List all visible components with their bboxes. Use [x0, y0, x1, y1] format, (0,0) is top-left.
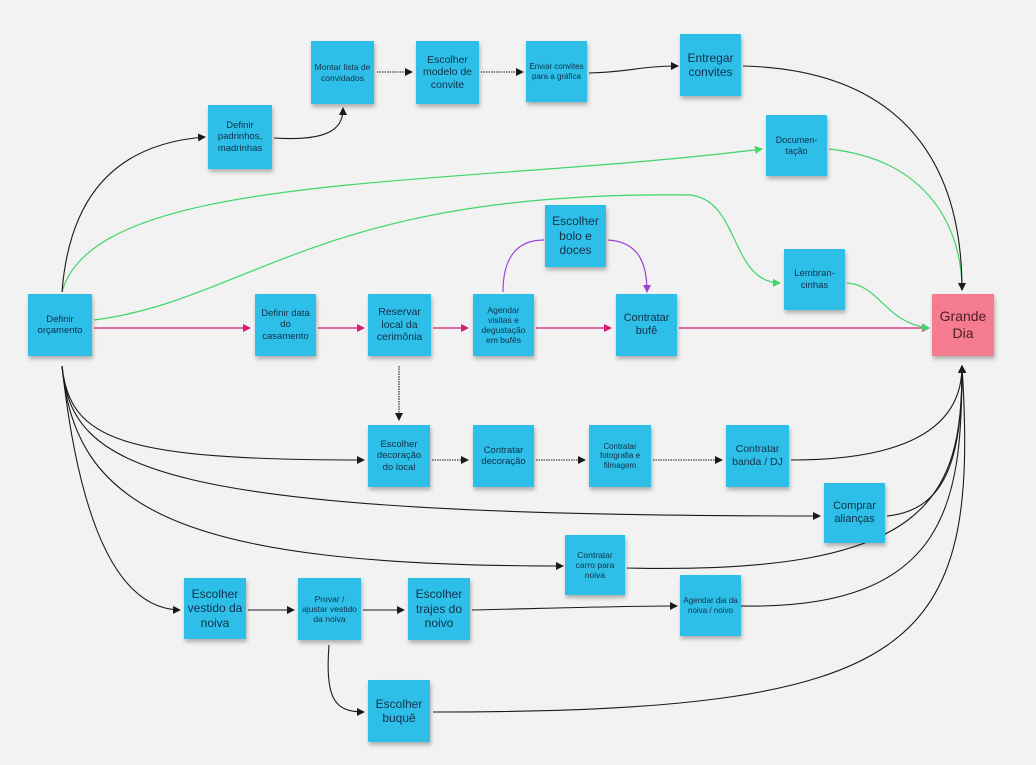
sticky-note-lembrancinhas[interactable]: Lembran- cinhas [784, 249, 845, 310]
edge-orcamento-lembrancinhas [93, 194, 781, 321]
sticky-note-definir-orcamento[interactable]: Definir orçamento [28, 294, 92, 356]
edge-padrinhos-lista [273, 107, 347, 140]
edge-orcamento-aliancas [61, 365, 821, 520]
edge-visitas-bolo [502, 239, 545, 293]
sticky-note-entregar-convites[interactable]: Entregar convites [680, 34, 741, 96]
edge-lembrancinhas-grande-dia [846, 282, 930, 332]
sticky-note-comprar-aliancas[interactable]: Comprar alianças [824, 483, 885, 543]
edge-entregar-grande-dia [742, 65, 966, 291]
sticky-note-grande-dia[interactable]: Grande Dia [932, 294, 994, 356]
sticky-note-documentacao[interactable]: Documen- tação [766, 115, 827, 176]
edge-bolo-bufe [607, 239, 651, 293]
sticky-note-contratar-carro[interactable]: Contratar carro para noiva [565, 535, 625, 595]
edge-orcamento-vestido [61, 365, 181, 614]
sticky-note-agendar-dia[interactable]: Agendar dia da noiva / noivo [680, 575, 741, 636]
edge-aliancas-grande-dia [886, 365, 966, 517]
edge-agendar-grande-dia [740, 365, 966, 607]
sticky-note-escolher-bolo[interactable]: Escolher bolo e doces [545, 205, 606, 267]
sticky-note-definir-data[interactable]: Definir data do casamento [255, 294, 316, 356]
sticky-note-provar-vestido[interactable]: Provar / ajustar vestido da noiva [298, 578, 361, 640]
sticky-note-montar-lista[interactable]: Montar lista de convidados [311, 41, 374, 104]
edge-enviar-entregar [588, 62, 679, 74]
edge-orcamento-decoracao [61, 365, 365, 464]
sticky-note-definir-padrinhos[interactable]: Definir padrinhos, madrinhas [208, 105, 272, 169]
sticky-note-escolher-buque[interactable]: Escolher buquê [368, 680, 430, 742]
sticky-note-contratar-decoracao[interactable]: Contratar decoração [473, 425, 534, 487]
edge-orcamento-padrinhos [61, 133, 206, 293]
sticky-note-escolher-trajes[interactable]: Escolher trajes do noivo [408, 578, 470, 640]
edge-documentacao-grande-dia [828, 148, 966, 291]
sticky-note-reservar-local[interactable]: Reservar local da cerimônia [368, 294, 431, 356]
sticky-note-enviar-convites[interactable]: Enviar convites para a gráfica [526, 41, 587, 102]
sticky-note-escolher-decoracao[interactable]: Escolher decoração do local [368, 425, 430, 487]
edge-banda-grande-dia [790, 365, 966, 461]
sticky-note-contratar-banda[interactable]: Contratar banda / DJ [726, 425, 789, 487]
edge-trajes-agendar [471, 602, 678, 611]
sticky-note-contratar-foto[interactable]: Contratar fotografia e filmagem [589, 425, 651, 487]
sticky-note-escolher-vestido[interactable]: Escolher vestido da noiva [184, 578, 246, 639]
edge-orcamento-documentacao [61, 145, 763, 293]
edge-orcamento-carro [61, 365, 564, 570]
edge-carro-grande-dia [626, 365, 966, 569]
sticky-note-contratar-bufe[interactable]: Contratar bufê [616, 294, 677, 356]
sticky-note-escolher-modelo[interactable]: Escolher modelo de convite [416, 41, 479, 104]
edge-provar-buque [327, 644, 365, 716]
edge-buque-grande-dia [432, 365, 967, 713]
sticky-note-agendar-visitas[interactable]: Agendar visitas e degustação em bufês [473, 294, 534, 356]
